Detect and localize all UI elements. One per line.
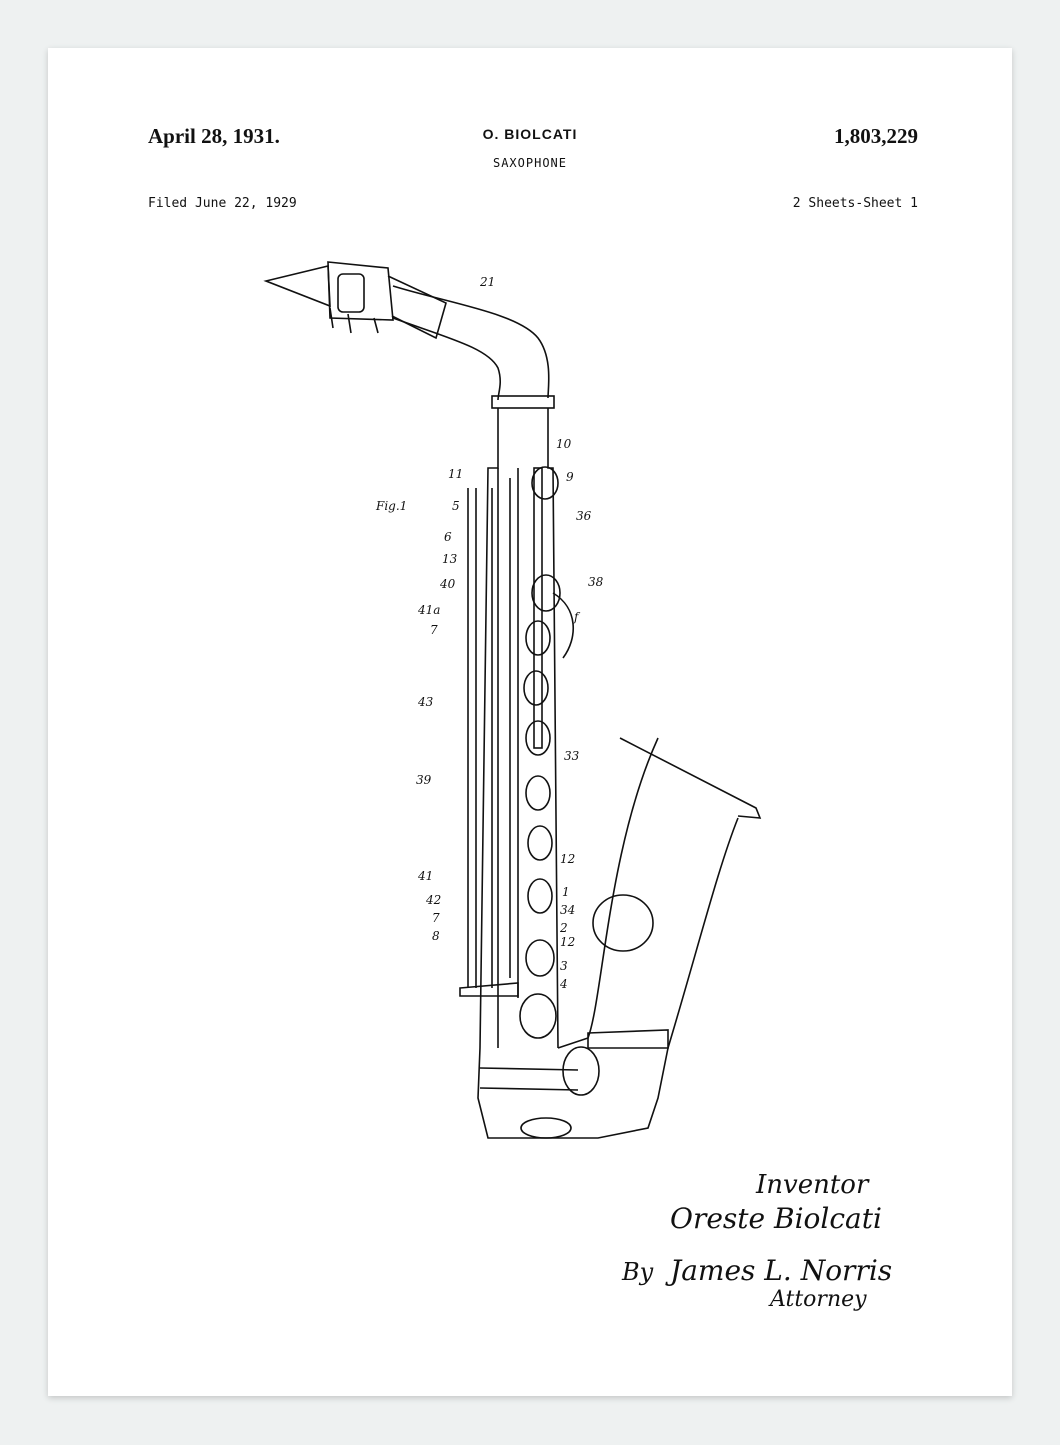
reference-label: f xyxy=(573,610,581,624)
inventor-header: O. BIOLCATI xyxy=(482,126,578,142)
attorney-caption: Attorney xyxy=(768,1287,867,1312)
figure-label: Fig.1 xyxy=(375,499,407,513)
reference-label: 42 xyxy=(425,893,441,907)
reference-label: 7 xyxy=(432,911,440,925)
reference-label: 40 xyxy=(439,577,456,591)
reference-label: 11 xyxy=(448,467,463,481)
reference-label: 1 xyxy=(562,885,570,899)
reference-label: 5 xyxy=(452,499,460,513)
reference-label: 10 xyxy=(556,437,572,451)
reference-label: 41a xyxy=(417,603,440,617)
reference-label: 43 xyxy=(417,695,434,709)
reference-label: 41 xyxy=(417,869,433,883)
by-caption: By xyxy=(621,1258,654,1286)
reference-label: 38 xyxy=(588,575,604,589)
reference-label: 12 xyxy=(560,935,575,949)
reference-label: 4 xyxy=(559,977,568,991)
reference-label: 6 xyxy=(444,530,452,544)
sheet-count: 2 Sheets-Sheet 1 xyxy=(792,196,918,211)
reference-label: 7 xyxy=(430,623,438,637)
reference-label: 21 xyxy=(479,275,495,289)
patent-number: 1,803,229 xyxy=(834,124,918,148)
reference-label: 12 xyxy=(560,852,575,866)
patent-title: SAXOPHONE xyxy=(492,156,568,170)
reference-label: 8 xyxy=(432,929,440,943)
reference-label: 39 xyxy=(416,773,432,787)
patent-sheet: April 28, 1931. O. BIOLCATI SAXOPHONE 1,… xyxy=(48,48,1012,1396)
reference-label: 33 xyxy=(564,749,580,763)
reference-label: 34 xyxy=(560,903,575,917)
reference-label: 2 xyxy=(559,921,568,935)
reference-label: 9 xyxy=(566,470,574,484)
inventor-caption: Inventor xyxy=(755,1170,870,1200)
attorney-signature: James L. Norris xyxy=(665,1254,892,1287)
reference-label: 3 xyxy=(560,959,568,973)
inventor-signature: Oreste Biolcati xyxy=(670,1202,882,1235)
reference-label: 13 xyxy=(442,552,458,566)
patent-date: April 28, 1931. xyxy=(148,124,280,148)
reference-label: 36 xyxy=(576,509,592,523)
filed-date: Filed June 22, 1929 xyxy=(148,196,297,211)
